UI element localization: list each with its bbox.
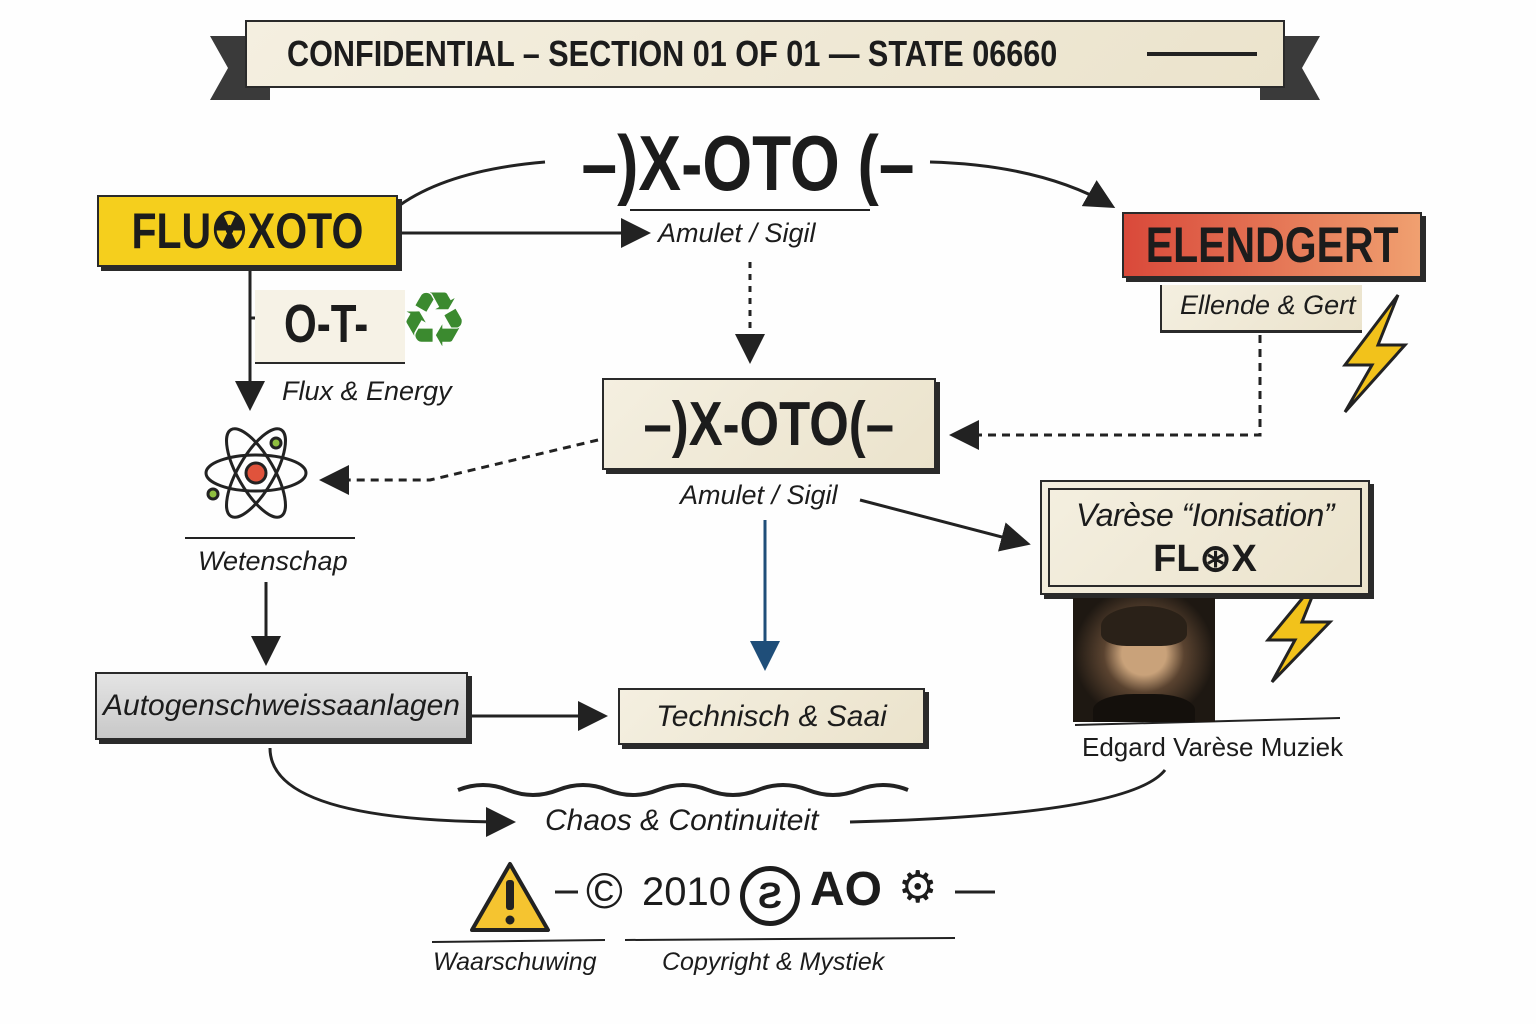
copyright-icon: © (586, 863, 623, 919)
line-chaos-varese (849, 769, 1167, 824)
confidential-banner: CONFIDENTIAL – SECTION 01 OF 01 — STATE … (245, 20, 1285, 88)
copyright-caption: Copyright & Mystiek (662, 948, 885, 976)
center-caption: Amulet / Sigil (680, 480, 838, 510)
varese-portrait (1073, 598, 1215, 722)
ao-text: AO (810, 863, 882, 916)
top-caption: Amulet / Sigil (658, 218, 816, 248)
flox-emblem-icon: ⊛ (1199, 537, 1232, 580)
chaos-label: Chaos & Continuiteit (545, 804, 819, 837)
ot-box (255, 290, 405, 364)
arrow-elendgert-center (949, 335, 1262, 450)
fluxoto-box: FLU☢XOTO (97, 195, 398, 267)
arrow-fluxoto-top (399, 160, 546, 207)
elendgert-box: ELENDGERT (1122, 212, 1422, 278)
recycle-icon: ♻ (400, 278, 469, 363)
atom-icon (204, 427, 308, 519)
varese-caption: Edgard Varèse Muziek (1082, 732, 1344, 762)
center-sigil-box: –)X-OTO(– (602, 378, 936, 470)
top-title: –)X-OTO (– (581, 119, 915, 207)
elendgert-caption-box (1160, 285, 1362, 333)
wavy-line (457, 783, 909, 797)
year: 2010 (642, 870, 731, 914)
flox-label: FL⊛X (1153, 537, 1257, 580)
radiation-icon: ☢ (211, 203, 249, 259)
varese-title: Varèse “Ionisation” (1076, 496, 1334, 533)
sun-emblem-icon: ⚙ (898, 863, 938, 912)
technisch-box: Technisch & Saai (618, 688, 925, 745)
lightning-icon (1341, 294, 1409, 414)
elendgert-caption: Ellende & Gert (1180, 290, 1356, 320)
arrow-center-atom (319, 438, 599, 495)
arrow-amulet-varese (859, 498, 1031, 552)
warning-icon (470, 862, 550, 932)
banner-text: CONFIDENTIAL – SECTION 01 OF 01 — STATE … (287, 33, 1058, 74)
warning-caption: Waarschuwing (433, 948, 597, 976)
mystic-seal-icon: Ƨ (740, 866, 800, 926)
lightning-icon (1264, 576, 1334, 684)
ot-label: O-T- (284, 294, 369, 354)
ot-caption: Flux & Energy (282, 376, 452, 406)
arrow-top-elendgert (929, 160, 1116, 208)
arrow-autogen-chaos (268, 747, 516, 837)
autogen-box: Autogenschweissaanlagen (95, 672, 468, 740)
varese-box: Varèse “Ionisation” FL⊛X (1040, 480, 1370, 595)
science-caption: Wetenschap (198, 546, 348, 576)
